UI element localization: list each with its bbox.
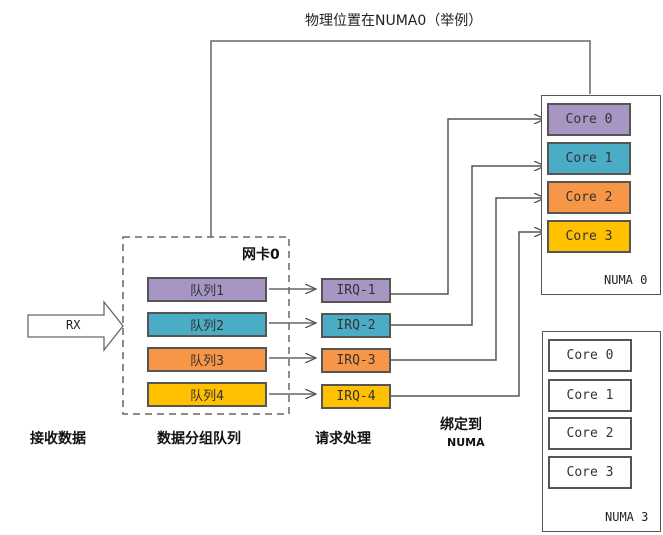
- rx-label: RX: [66, 318, 81, 332]
- nic-label: 网卡0: [242, 247, 280, 263]
- stage-label-receive: 接收数据: [30, 431, 86, 447]
- numa-0-node: Core 0 Core 1 Core 2 Core 3 NUMA 0: [541, 95, 661, 295]
- queue-3: 队列3: [147, 347, 267, 372]
- numa3-core-2: Core 2: [548, 417, 632, 450]
- numa3-core-1: Core 1: [548, 379, 632, 412]
- numa-0-label: NUMA 0: [604, 273, 648, 287]
- nic-boundary: [122, 236, 290, 415]
- numa0-core-1: Core 1: [547, 142, 631, 175]
- numa0-core-0: Core 0: [547, 103, 631, 136]
- irq-4: IRQ-4: [321, 384, 391, 409]
- irq-1: IRQ-1: [321, 278, 391, 303]
- irq3-to-core2-line: [391, 198, 545, 361]
- numa3-core-0: Core 0: [548, 339, 632, 372]
- queue-2: 队列2: [147, 312, 267, 337]
- queue-4: 队列4: [147, 382, 267, 407]
- irq4-to-core3-line: [391, 232, 545, 397]
- diagram-title: 物理位置在NUMA0（举例）: [305, 13, 483, 29]
- stage-label-group: 数据分组队列: [157, 431, 241, 447]
- nic-location-line: [210, 40, 591, 237]
- queue-1: 队列1: [147, 277, 267, 302]
- irq2-to-core1-line: [391, 166, 545, 326]
- irq-3: IRQ-3: [321, 348, 391, 373]
- numa0-core-2: Core 2: [547, 181, 631, 214]
- rx-arrow: [27, 300, 124, 352]
- stage-label-bind-line1: 绑定到: [440, 417, 482, 433]
- irq1-to-core0-line: [391, 119, 545, 295]
- stage-label-bind-line2: NUMA: [447, 436, 485, 449]
- numa-3-node: Core 0 Core 1 Core 2 Core 3 NUMA 3: [542, 331, 661, 532]
- numa-3-label: NUMA 3: [605, 510, 649, 524]
- irq-2: IRQ-2: [321, 313, 391, 338]
- numa3-core-3: Core 3: [548, 456, 632, 489]
- stage-label-handle: 请求处理: [315, 431, 371, 447]
- numa0-core-3: Core 3: [547, 220, 631, 253]
